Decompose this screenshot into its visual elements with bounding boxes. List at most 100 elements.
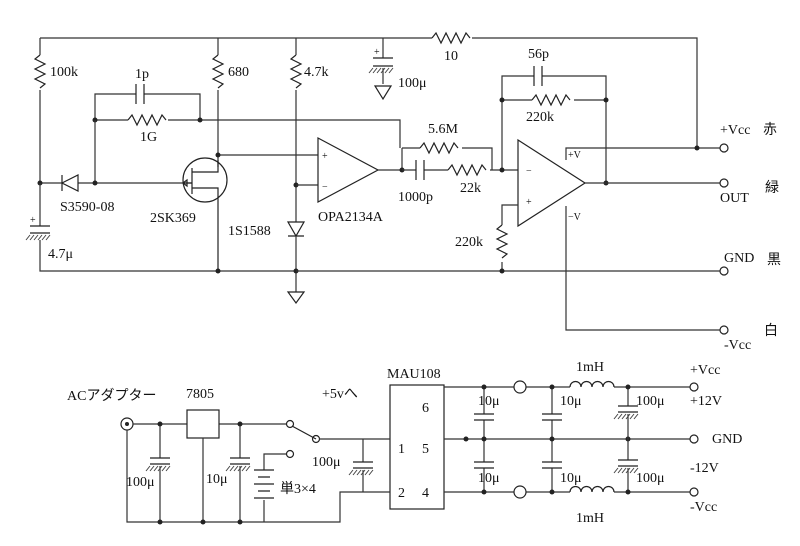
label-out-gnd: GND xyxy=(724,251,754,266)
svg-text:+: + xyxy=(30,215,36,226)
label-r-gnd: 220k xyxy=(455,235,483,250)
terminal-gnd xyxy=(719,266,729,276)
svg-text:+: + xyxy=(322,151,328,162)
resistor-10 xyxy=(431,31,471,45)
ground-symbol xyxy=(286,291,306,305)
label-ca: 10μ xyxy=(478,394,500,409)
cap-cc xyxy=(474,461,494,469)
photodiode-symbol xyxy=(60,174,79,192)
opamp-opa2134a xyxy=(317,137,380,203)
terminal-psu-gnd xyxy=(689,434,699,444)
resistor-680 xyxy=(211,54,225,89)
label-minus-v: −V xyxy=(568,212,582,223)
resistor-1g xyxy=(127,113,167,127)
label-plus5v: +5vへ xyxy=(322,387,358,402)
label-c2: 10μ xyxy=(206,472,228,487)
label-pin2: 2 xyxy=(398,486,405,501)
resistor-5-6m xyxy=(419,141,459,155)
label-adapter: ACアダプター xyxy=(67,388,156,404)
label-c-fb-small: 1p xyxy=(135,67,149,82)
inductor-l2 xyxy=(569,485,615,493)
fb-cap-wire xyxy=(94,93,201,120)
label-out-gnd-color: 黒 xyxy=(767,253,781,268)
label-r-fb2: 5.6M xyxy=(428,122,459,137)
label-cf: 100μ xyxy=(636,471,665,486)
label-pin6: 6 xyxy=(422,401,429,416)
label-ce: 100μ xyxy=(636,394,665,409)
label-pin5: 5 xyxy=(422,442,429,457)
terminal-psu-pos xyxy=(689,382,699,392)
label-pin4: 4 xyxy=(422,486,429,501)
converter-mau108 xyxy=(389,384,445,510)
inductor-l1 xyxy=(569,380,615,388)
cap-cb xyxy=(542,413,562,421)
label-c3: 100μ xyxy=(312,455,341,470)
label-r-supply: 10 xyxy=(444,49,458,64)
label-out-out: OUT xyxy=(720,191,749,206)
resistor-22k xyxy=(447,163,487,177)
cap-56p xyxy=(533,66,543,86)
resistor-100k xyxy=(33,54,47,89)
cap-1000p xyxy=(415,160,425,180)
label-pin1: 1 xyxy=(398,442,405,457)
label-battery: 単3×4 xyxy=(280,481,316,497)
label-r-drain: 680 xyxy=(228,65,249,80)
label-out-vcc-plus-color: 赤 xyxy=(763,122,777,138)
label-out-vcc-minus-color: 白 xyxy=(764,323,778,339)
resistor-220k-fb xyxy=(531,93,571,107)
cap-ce xyxy=(618,405,638,413)
ferrite-bead-neg xyxy=(513,485,527,499)
supply-cap xyxy=(373,57,393,67)
svg-text:−: − xyxy=(526,166,532,177)
label-cc: 10μ xyxy=(478,471,500,486)
terminal-out xyxy=(719,178,729,188)
svg-text:+: + xyxy=(526,197,532,208)
label-out-gnd: GND xyxy=(712,432,742,447)
label-r-bias: 100k xyxy=(50,65,78,80)
zener-symbol xyxy=(286,221,306,238)
cap-c1 xyxy=(150,457,170,465)
amplifier-section: 10 + 100μ 100k 680 4.7k 1p 1G S3 xyxy=(25,31,781,353)
label-converter: MAU108 xyxy=(387,367,441,382)
label-c-couple: 1000p xyxy=(398,190,433,205)
cap-c2 xyxy=(230,457,250,465)
switch-lever xyxy=(291,425,317,440)
label-c-bias: 4.7μ xyxy=(48,247,73,262)
cap-cf xyxy=(618,459,638,467)
label-out-pos-name: +Vcc xyxy=(690,363,720,378)
label-fet: 2SK369 xyxy=(150,211,196,226)
svg-text:+: + xyxy=(374,47,380,58)
cap-4-7u xyxy=(30,225,50,234)
opamp-2 xyxy=(517,138,587,228)
label-out-out-color: 緑 xyxy=(765,180,779,196)
cap-c3 xyxy=(353,461,373,469)
label-cb: 10μ xyxy=(560,394,582,409)
terminal-psu-neg xyxy=(689,487,699,497)
ground-symbol xyxy=(373,85,393,101)
label-zener: 1S1588 xyxy=(228,224,271,239)
label-cd: 10μ xyxy=(560,471,582,486)
cap-hatch xyxy=(368,67,394,74)
label-photodiode: S3590-08 xyxy=(60,200,114,215)
label-r-in2: 22k xyxy=(460,181,481,196)
switch-contact-b xyxy=(285,449,295,459)
svg-text:−: − xyxy=(322,182,328,193)
label-plus-v: +V xyxy=(568,150,582,161)
battery-4xaa xyxy=(254,469,274,499)
label-out-neg-name: -Vcc xyxy=(690,500,717,515)
label-c-supply: 100μ xyxy=(398,76,427,91)
gate-wire xyxy=(40,120,192,184)
top-rail xyxy=(40,37,698,148)
label-l1: 1mH xyxy=(576,360,604,375)
resistor-4-7k xyxy=(289,54,303,89)
label-l2: 1mH xyxy=(576,511,604,526)
ground-return xyxy=(39,240,296,272)
label-r-zener: 4.7k xyxy=(304,65,329,80)
terminal-vcc-plus xyxy=(719,143,729,153)
terminal-vcc-minus xyxy=(719,325,729,335)
label-r-fb-big: 1G xyxy=(140,130,157,145)
label-r-fb3: 220k xyxy=(526,110,554,125)
ferrite-bead-pos xyxy=(513,380,527,394)
fb-res-wire xyxy=(95,119,401,148)
